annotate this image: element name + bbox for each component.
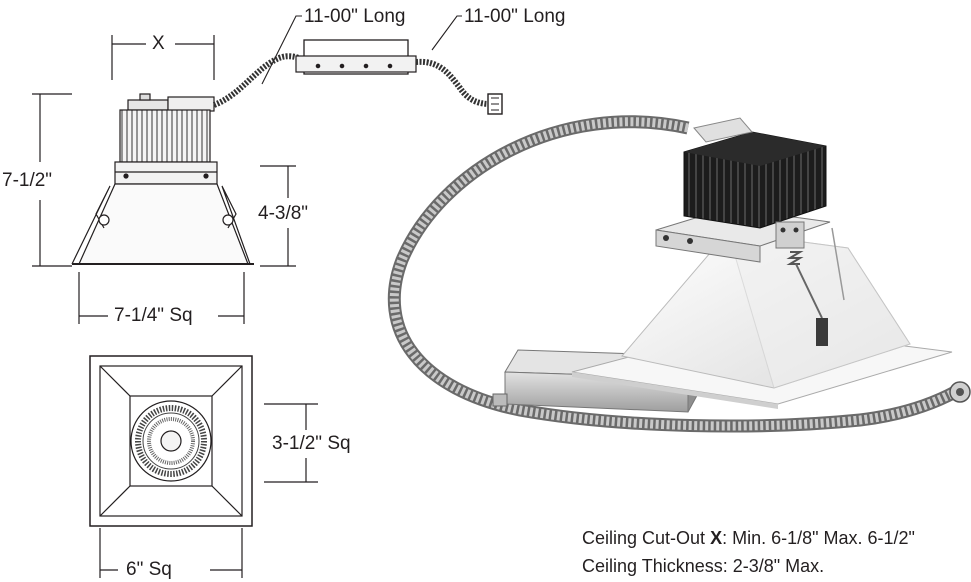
product-render: [387, 115, 971, 433]
reflector-height-label: 4-3/8": [256, 203, 311, 224]
flange-width-label: 7-1/4" Sq: [112, 305, 195, 326]
plan-view: [89, 355, 318, 578]
ceiling-thickness-spec: Ceiling Thickness: 2-3/8" Max.: [582, 556, 825, 576]
aperture-label: 3-1/2" Sq: [270, 433, 353, 454]
whip-length-right: 11-00" Long: [462, 6, 568, 27]
overall-height-label: 7-1/2": [0, 170, 55, 191]
driver-whip: [212, 15, 503, 115]
side-elevation: [32, 35, 296, 324]
ceiling-cutout-spec: Ceiling Cut-Out X: Min. 6-1/8" Max. 6-1/…: [582, 528, 915, 549]
cutout-prefix: Ceiling Cut-Out: [582, 528, 711, 548]
cutout-range: : Min. 6-1/8" Max. 6-1/2": [722, 528, 915, 548]
cutout-x-symbol: X: [710, 528, 723, 548]
dimension-x-label: X: [150, 33, 167, 54]
whip-length-left: 11-00" Long: [302, 6, 408, 27]
trim-width-label: 6" Sq: [124, 559, 174, 580]
